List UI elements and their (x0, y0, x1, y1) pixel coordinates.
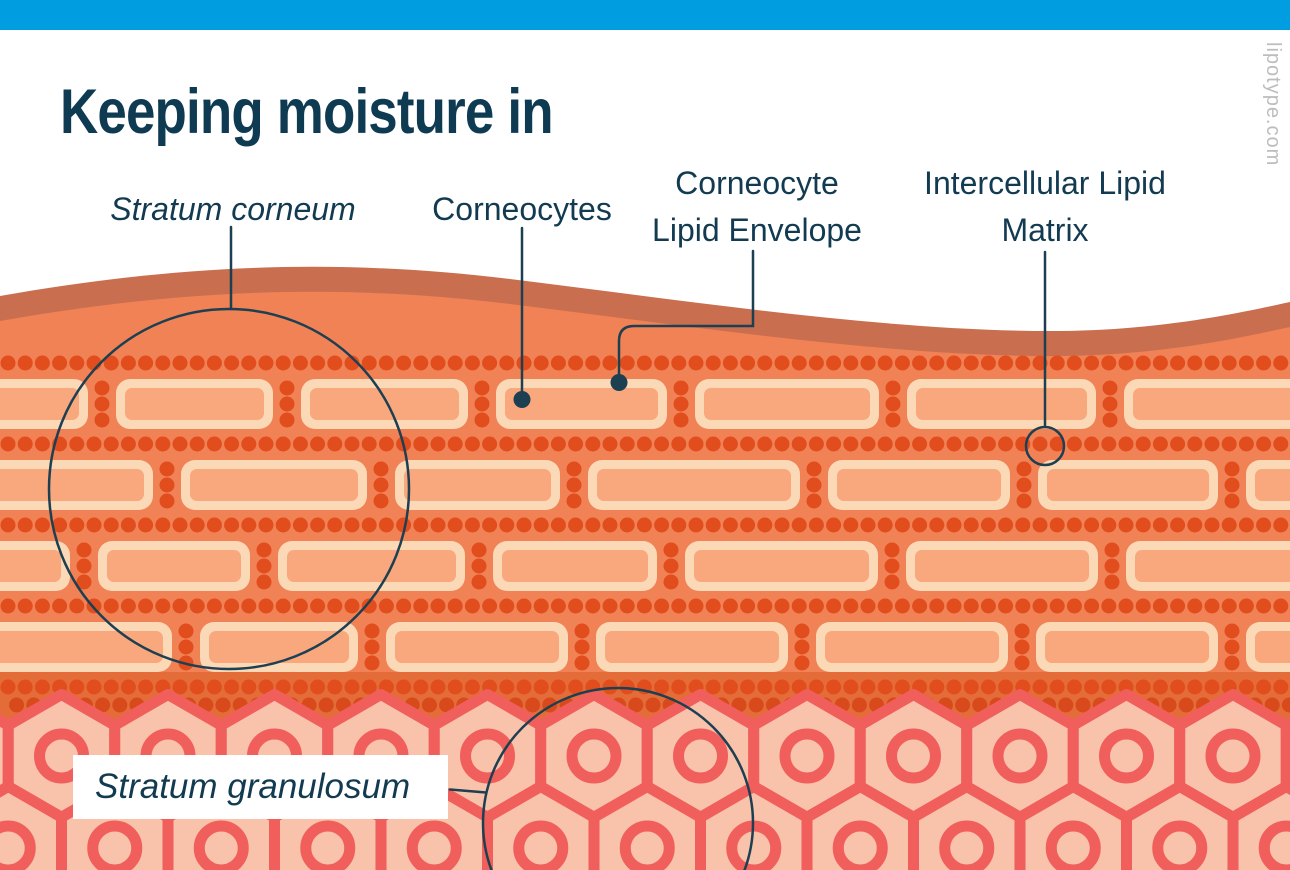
envelope-pointer (617, 249, 755, 376)
label-stratum-corneum: Stratum corneum (110, 191, 356, 227)
label-stratum-granulosum: Stratum granulosum (95, 767, 411, 806)
granulosum-pointer (448, 788, 488, 794)
intercellular-lipid-dots (0, 355, 1289, 695)
watermark-text: lipotype.com (1262, 42, 1284, 167)
page-title: Keeping moisture in (60, 77, 554, 147)
label-envelope-line1: Corneocyte (675, 165, 839, 201)
stratum-corneum-circle (47, 307, 411, 671)
label-stratum-granulosum-box: Stratum granulosum (73, 755, 448, 819)
corneocytes-endpoint-dot (513, 391, 531, 408)
annotation-lines (47, 225, 1066, 870)
label-matrix-line1: Intercellular Lipid (924, 165, 1166, 201)
label-intercellular-lipid-matrix: Intercellular Lipid Matrix (875, 160, 1215, 254)
label-corneocyte-lipid-envelope: Corneocyte Lipid Envelope (597, 160, 917, 254)
top-accent-bar (0, 0, 1290, 30)
label-envelope-line2: Lipid Envelope (652, 212, 862, 248)
pointer-end-dots (513, 374, 628, 408)
brick-gap-dots (76, 380, 1240, 671)
matrix-highlight-circle (1024, 425, 1066, 467)
granulosum-circle (481, 686, 755, 870)
granulosum-cell-nuclei (0, 728, 1290, 870)
label-matrix-line2: Matrix (1001, 212, 1089, 248)
corneocyte-bricks (0, 379, 1290, 672)
label-corneocytes: Corneocytes (432, 191, 612, 227)
envelope-endpoint-dot (610, 374, 628, 391)
